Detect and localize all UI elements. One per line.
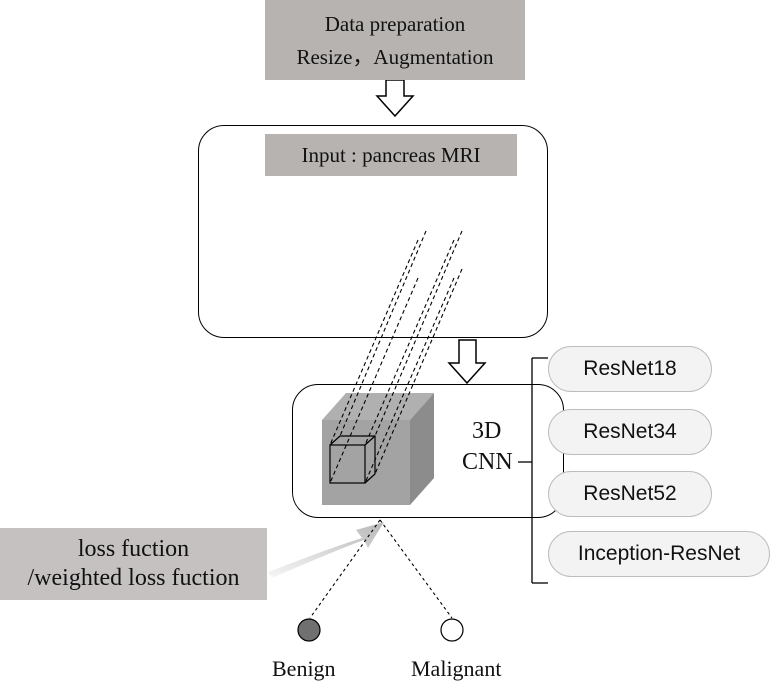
loss-function-subtitle: /weighted loss fuction [27,565,240,591]
output-lines [309,519,453,619]
benign-label: Benign [272,656,336,681]
input-label-box: Input : pancreas MRI [265,134,517,176]
projection-lines [329,230,463,484]
model-bracket [518,357,548,584]
input-label: Input : pancreas MRI [301,143,481,167]
loss-arrow [268,522,384,578]
loss-function-box: loss fuction /weighted loss fuction [0,528,267,600]
hollow-arrow-down-1 [375,79,415,118]
model-resnet18: ResNet18 [548,346,712,392]
model-resnet52: ResNet52 [548,471,712,517]
cnn-label-cnn: CNN [462,449,513,475]
benign-node [297,618,321,642]
data-preparation-subtitle: Resize，Augmentation [296,45,494,69]
hollow-arrow-down-2 [447,339,487,385]
cnn-label-3d: 3D [472,418,502,444]
loss-function-title: loss fuction [77,536,190,562]
model-resnet34: ResNet34 [548,409,712,455]
data-preparation-box: Data preparation Resize，Augmentation [265,0,525,80]
cnn-cube [322,393,434,505]
malignant-label: Malignant [411,656,502,681]
data-preparation-title: Data preparation [324,12,466,36]
model-inception-resnet: Inception-ResNet [548,531,770,577]
malignant-node [440,618,464,642]
